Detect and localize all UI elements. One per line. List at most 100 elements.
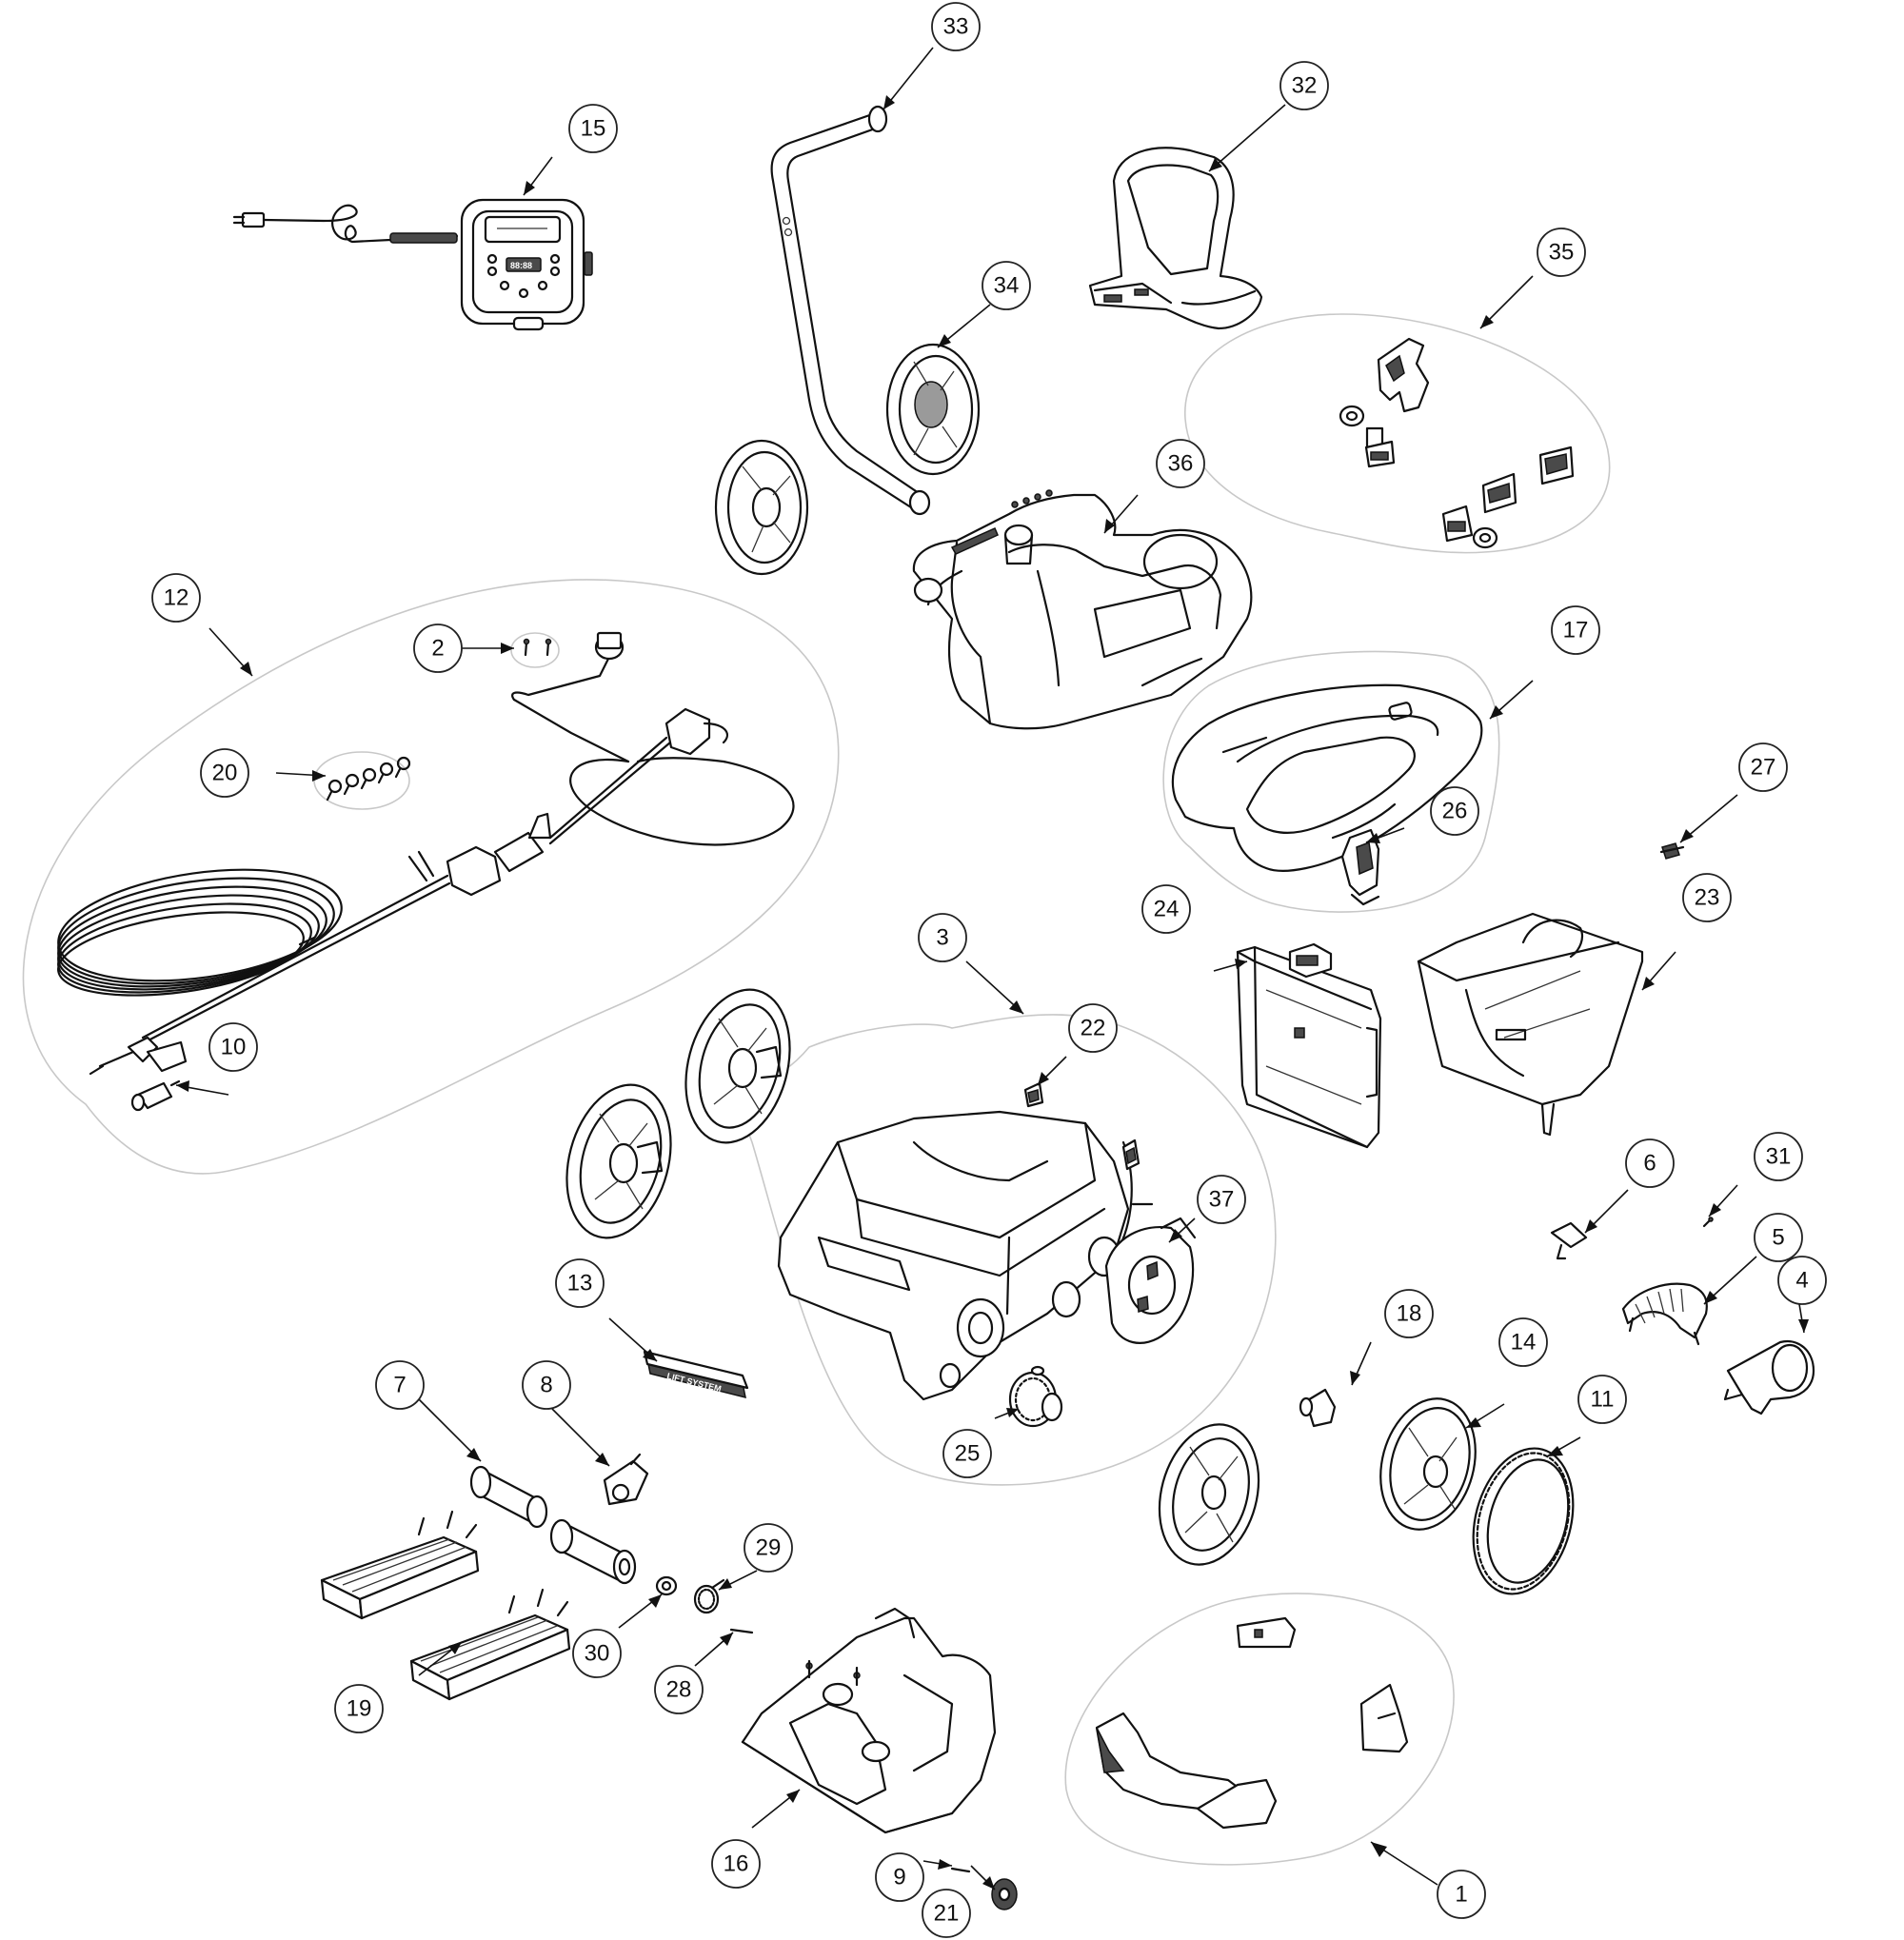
callout-30: 30 [572, 1629, 622, 1678]
svg-text:19: 19 [347, 1696, 372, 1722]
part-screw-31 [1702, 1217, 1714, 1228]
part-body-frame [912, 489, 1253, 730]
part-drive-wheel [1158, 1423, 1260, 1566]
svg-text:5: 5 [1772, 1225, 1784, 1251]
group-outline-pivot-kit [1184, 313, 1611, 554]
svg-text:34: 34 [994, 273, 1020, 299]
part-filter-panel [1236, 942, 1382, 1149]
part-clip-22 [1023, 1081, 1140, 1171]
callout-14: 14 [1498, 1317, 1548, 1367]
part-lift-system-badge: LIFT SYSTEM [643, 1350, 749, 1399]
group-outline-cable-assembly [22, 579, 840, 1175]
svg-text:21: 21 [934, 1901, 960, 1927]
callout-33: 33 [931, 2, 981, 51]
part-gear-25 [1008, 1365, 1063, 1428]
part-chassis [777, 1110, 1154, 1401]
part-drive-wheels-pair [565, 988, 791, 1239]
part-latch [1340, 828, 1380, 906]
svg-text:1: 1 [1455, 1882, 1467, 1908]
svg-text:24: 24 [1154, 897, 1180, 922]
callout-2: 2 [413, 624, 463, 673]
part-pin [729, 1628, 754, 1634]
callout-9: 9 [875, 1852, 924, 1902]
callout-32: 32 [1279, 61, 1329, 110]
callout-29: 29 [744, 1523, 793, 1573]
group-outline-screws [510, 632, 560, 668]
part-pivot-kit [1339, 337, 1575, 549]
callout-27: 27 [1738, 742, 1788, 792]
callout-11: 11 [1577, 1375, 1627, 1424]
part-filter-basket [1417, 912, 1644, 1137]
svg-text:31: 31 [1766, 1144, 1792, 1170]
part-roller-tube [469, 1465, 637, 1585]
leader-arrowheads [176, 95, 1809, 1890]
svg-text:27: 27 [1751, 755, 1776, 781]
part-gear-29 [693, 1578, 725, 1614]
part-carry-handle [1088, 147, 1263, 330]
svg-text:26: 26 [1442, 799, 1468, 824]
svg-text:30: 30 [585, 1641, 610, 1667]
part-roller-bracket [603, 1453, 649, 1506]
callout-34: 34 [982, 261, 1031, 310]
part-hose-clamps [326, 756, 411, 802]
svg-text:13: 13 [567, 1271, 593, 1297]
callout-10: 10 [208, 1022, 258, 1072]
part-top-cover [1171, 683, 1483, 872]
callout-25: 25 [942, 1429, 992, 1478]
svg-text:36: 36 [1168, 451, 1194, 477]
callout-16: 16 [711, 1839, 761, 1889]
svg-text:12: 12 [164, 585, 189, 611]
callout-19: 19 [334, 1684, 384, 1733]
svg-text:37: 37 [1209, 1187, 1235, 1213]
callout-36: 36 [1156, 439, 1205, 488]
svg-text:33: 33 [943, 14, 969, 40]
part-bearing [655, 1575, 678, 1596]
svg-text:23: 23 [1695, 885, 1720, 911]
part-pin-9 [950, 1867, 971, 1873]
svg-text:10: 10 [221, 1035, 247, 1060]
part-caddy-wheel [885, 343, 981, 476]
svg-text:9: 9 [893, 1865, 905, 1891]
part-brushes [320, 1510, 571, 1701]
callout-5: 5 [1754, 1213, 1803, 1262]
part-cable-assembly [57, 631, 795, 1076]
svg-text:32: 32 [1292, 73, 1318, 99]
callout-21: 21 [922, 1889, 971, 1938]
svg-text:28: 28 [666, 1677, 692, 1703]
svg-text:7: 7 [393, 1373, 406, 1398]
group-outline-hose-clamps [313, 751, 410, 810]
svg-text:16: 16 [724, 1851, 749, 1877]
group-outline-top-cover [1162, 650, 1500, 913]
svg-text:29: 29 [756, 1535, 782, 1561]
svg-text:11: 11 [1591, 1387, 1615, 1413]
part-motor-block [741, 1607, 997, 1834]
callout-24: 24 [1141, 884, 1191, 934]
part-gear-21 [991, 1878, 1018, 1910]
part-power-supply: 88:88 [232, 198, 593, 331]
callout-37: 37 [1197, 1175, 1246, 1224]
display-readout: 88:88 [510, 261, 532, 270]
part-impeller-cover [1621, 1282, 1708, 1346]
svg-text:17: 17 [1563, 618, 1589, 643]
part-side-covers [1095, 1616, 1409, 1830]
part-tire [1472, 1447, 1575, 1595]
callout-6: 6 [1625, 1138, 1675, 1188]
svg-text:6: 6 [1643, 1151, 1656, 1177]
group-outline-chassis [741, 1014, 1277, 1486]
callout-8: 8 [522, 1360, 571, 1410]
callout-20: 20 [200, 748, 249, 798]
callout-35: 35 [1537, 228, 1586, 277]
callout-22: 22 [1068, 1003, 1118, 1053]
part-screws [523, 638, 552, 657]
svg-text:3: 3 [936, 925, 948, 951]
callout-15: 15 [568, 104, 618, 153]
callout-7: 7 [375, 1360, 425, 1410]
svg-text:2: 2 [431, 636, 444, 662]
group-outline-side-covers [1064, 1593, 1455, 1866]
callout-1: 1 [1437, 1870, 1486, 1919]
svg-text:20: 20 [212, 761, 238, 786]
part-outlet-nozzle [1723, 1339, 1815, 1415]
svg-text:4: 4 [1795, 1268, 1808, 1294]
callout-26: 26 [1430, 786, 1479, 836]
